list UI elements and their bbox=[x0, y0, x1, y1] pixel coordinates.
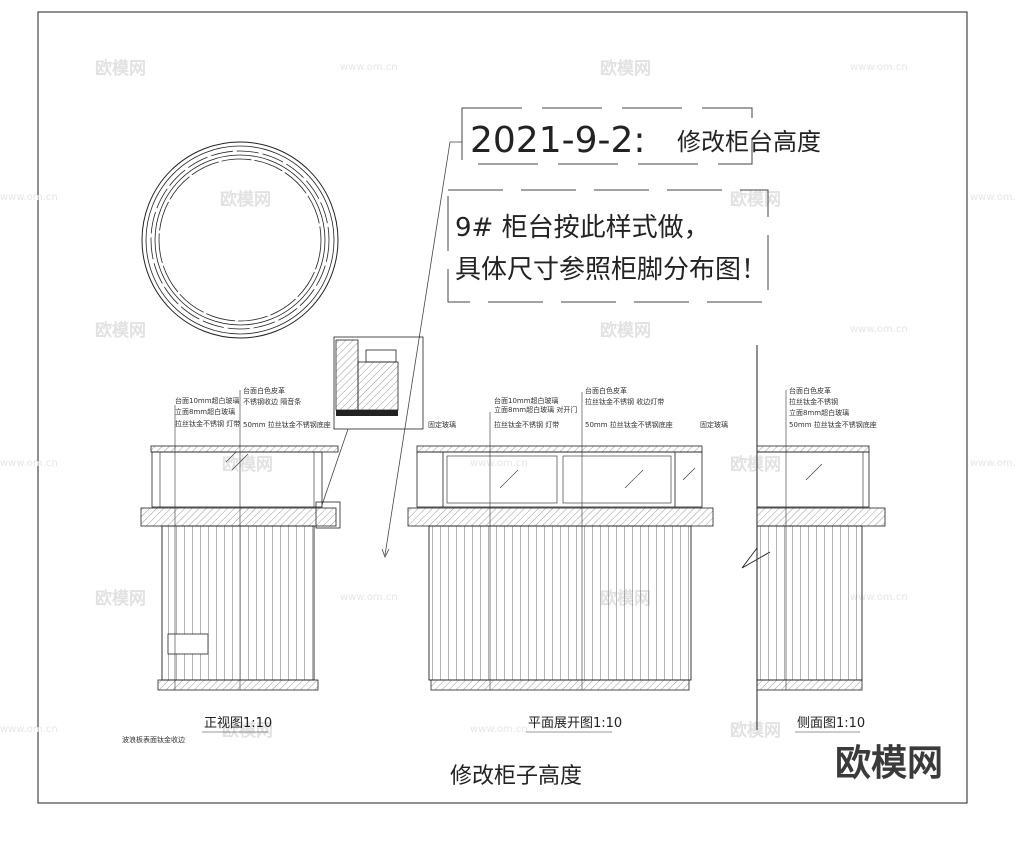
side-view: 台面白色皮革 拉丝钛金不锈钢 立面8mm超白玻璃 50mm 拉丝钛金不锈钢底座 … bbox=[741, 345, 886, 733]
side-view-label: 侧面图1:10 bbox=[797, 716, 865, 731]
svg-text:欧模网: 欧模网 bbox=[730, 189, 781, 210]
svg-text:欧模网: 欧模网 bbox=[95, 58, 146, 79]
svg-text:www.om.cn: www.om.cn bbox=[970, 458, 1016, 469]
svg-text:50mm 拉丝钛金不锈钢底座: 50mm 拉丝钛金不锈钢底座 bbox=[585, 420, 673, 429]
svg-text:欧模网: 欧模网 bbox=[95, 320, 146, 341]
revision-note: 2021-9-2: 修改柜台高度 9# 柜台按此样式做， 具体尺寸参照柜脚分布图… bbox=[381, 107, 821, 558]
svg-text:www.om.cn: www.om.cn bbox=[470, 724, 528, 735]
svg-text:台面白色皮革: 台面白色皮革 bbox=[789, 386, 831, 395]
svg-text:台面白色皮革: 台面白色皮革 bbox=[585, 386, 627, 395]
svg-text:www.om.cn: www.om.cn bbox=[850, 62, 908, 73]
svg-text:立面8mm超白玻璃 对开门: 立面8mm超白玻璃 对开门 bbox=[494, 405, 577, 414]
svg-text:欧模网: 欧模网 bbox=[730, 720, 781, 741]
svg-text:拉丝钛金不锈钢 灯带: 拉丝钛金不锈钢 灯带 bbox=[175, 419, 240, 428]
svg-text:www.om.cn: www.om.cn bbox=[0, 192, 58, 203]
front-view-label: 正视图1:10 bbox=[204, 716, 272, 731]
svg-text:欧模网: 欧模网 bbox=[95, 588, 146, 609]
svg-text:固定玻璃: 固定玻璃 bbox=[428, 420, 456, 429]
svg-text:欧模网: 欧模网 bbox=[730, 454, 781, 475]
watermarks: 欧模网 www.om.cn 欧模网 www.om.cn 欧模网 欧模网 www.… bbox=[0, 58, 1016, 741]
plan-view: 台面10mm超白玻璃 立面8mm超白玻璃 对开门 拉丝钛金不锈钢 灯带 台面白色… bbox=[407, 386, 728, 733]
svg-text:50mm 拉丝钛金不锈钢底座: 50mm 拉丝钛金不锈钢底座 bbox=[789, 420, 877, 429]
svg-text:欧模网: 欧模网 bbox=[600, 320, 651, 341]
svg-text:欧模网: 欧模网 bbox=[222, 454, 273, 475]
round-detail bbox=[141, 141, 339, 339]
svg-text:不锈钢收边 隔音条: 不锈钢收边 隔音条 bbox=[243, 397, 301, 406]
svg-text:拉丝钛金不锈钢: 拉丝钛金不锈钢 bbox=[789, 397, 838, 406]
brand-logo: 欧模网 bbox=[835, 743, 943, 784]
svg-text:www.om.cn: www.om.cn bbox=[340, 592, 398, 603]
svg-text:波浪板表面钛金收边: 波浪板表面钛金收边 bbox=[122, 735, 185, 744]
svg-text:欧模网: 欧模网 bbox=[222, 720, 273, 741]
revision-line-2: 具体尺寸参照柜脚分布图！ bbox=[455, 255, 767, 285]
svg-text:固定玻璃: 固定玻璃 bbox=[700, 420, 728, 429]
svg-text:www.om.cn: www.om.cn bbox=[340, 62, 398, 73]
svg-text:拉丝钛金不锈钢 灯带: 拉丝钛金不锈钢 灯带 bbox=[494, 420, 559, 429]
drawing-frame bbox=[37, 11, 968, 804]
revision-date: 2021-9-2: bbox=[470, 120, 646, 161]
svg-text:www.om.cn: www.om.cn bbox=[970, 192, 1016, 203]
svg-text:www.om.cn: www.om.cn bbox=[470, 458, 528, 469]
svg-text:欧模网: 欧模网 bbox=[220, 189, 271, 210]
svg-text:台面10mm超白玻璃: 台面10mm超白玻璃 bbox=[175, 396, 240, 405]
svg-text:www.om.cn: www.om.cn bbox=[0, 458, 58, 469]
revision-line-1: 9# 柜台按此样式做， bbox=[455, 213, 710, 243]
svg-text:台面白色皮革: 台面白色皮革 bbox=[243, 386, 285, 395]
svg-text:50mm 拉丝钛金不锈钢底座: 50mm 拉丝钛金不锈钢底座 bbox=[243, 420, 331, 429]
section-detail bbox=[315, 336, 424, 529]
svg-text:立面8mm超白玻璃: 立面8mm超白玻璃 bbox=[789, 408, 849, 417]
revision-title: 修改柜台高度 bbox=[677, 128, 821, 156]
svg-text:www.om.cn: www.om.cn bbox=[0, 724, 58, 735]
svg-text:拉丝钛金不锈钢 收边灯带: 拉丝钛金不锈钢 收边灯带 bbox=[585, 397, 664, 406]
front-view: 台面10mm超白玻璃 立面8mm超白玻璃 拉丝钛金不锈钢 灯带 台面白色皮革 不… bbox=[122, 386, 339, 744]
drawing-title: 修改柜子高度 bbox=[450, 764, 582, 789]
svg-text:欧模网: 欧模网 bbox=[600, 58, 651, 79]
svg-text:台面10mm超白玻璃: 台面10mm超白玻璃 bbox=[494, 396, 559, 405]
svg-text:www.om.cn: www.om.cn bbox=[850, 324, 908, 335]
svg-text:立面8mm超白玻璃: 立面8mm超白玻璃 bbox=[175, 407, 235, 416]
plan-view-label: 平面展开图1:10 bbox=[528, 716, 622, 731]
svg-text:www.om.cn: www.om.cn bbox=[850, 592, 908, 603]
